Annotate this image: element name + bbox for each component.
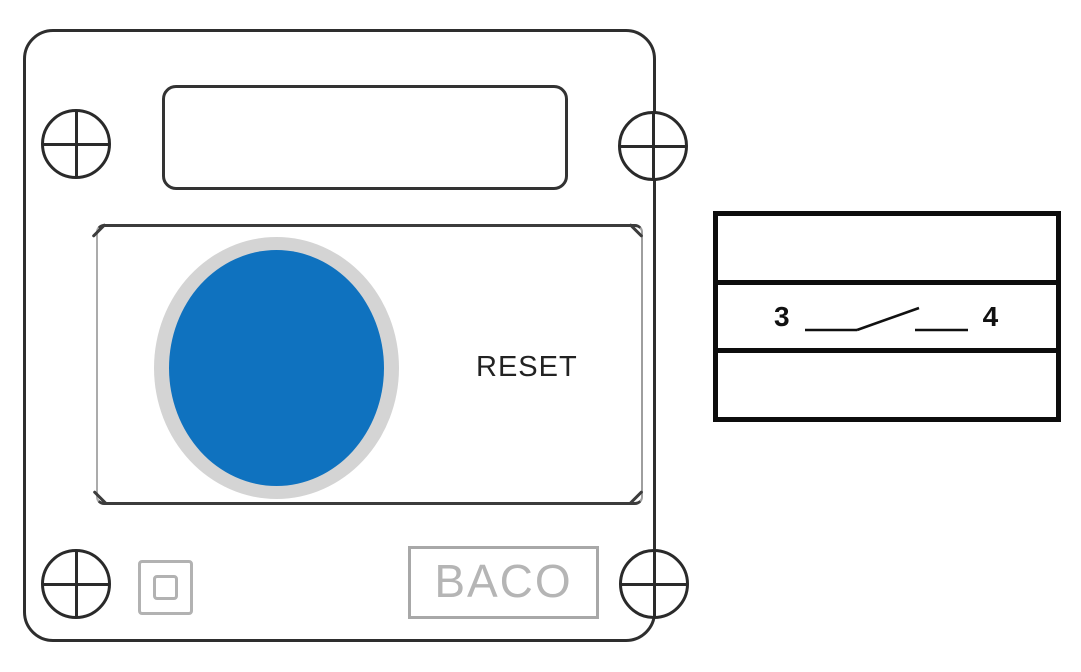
terminal-number-4: 4 [982, 300, 999, 332]
no-contact-switch-icon [804, 306, 968, 331]
screw-slot [74, 551, 78, 617]
terminal-number-3: 3 [774, 300, 790, 332]
contact-block-table: 3 4 [713, 211, 1061, 422]
screw-slot [651, 113, 655, 179]
screw-slot [74, 111, 78, 177]
brand-logo-text: BACO [434, 554, 573, 607]
double-insulation-icon [138, 560, 193, 615]
screw-icon-top-left [41, 109, 111, 179]
blue-pushbutton [169, 250, 384, 486]
pushbutton-bezel-ring [154, 237, 399, 499]
screw-icon-bottom-right [619, 549, 689, 619]
contact-table-row-symbol: 3 4 [718, 280, 1056, 348]
brand-logo-box: BACO [408, 546, 599, 619]
contact-table-row-bottom [718, 348, 1056, 415]
double-insulation-inner-square [153, 575, 178, 600]
screw-slot [652, 551, 656, 617]
pushbutton-enclosure: RESET BACO [23, 29, 689, 642]
screw-icon-top-right [618, 111, 688, 181]
legend-label-window [162, 85, 568, 190]
reset-label: RESET [476, 351, 578, 383]
screw-icon-bottom-left [41, 549, 111, 619]
contact-table-row-top [718, 216, 1056, 280]
